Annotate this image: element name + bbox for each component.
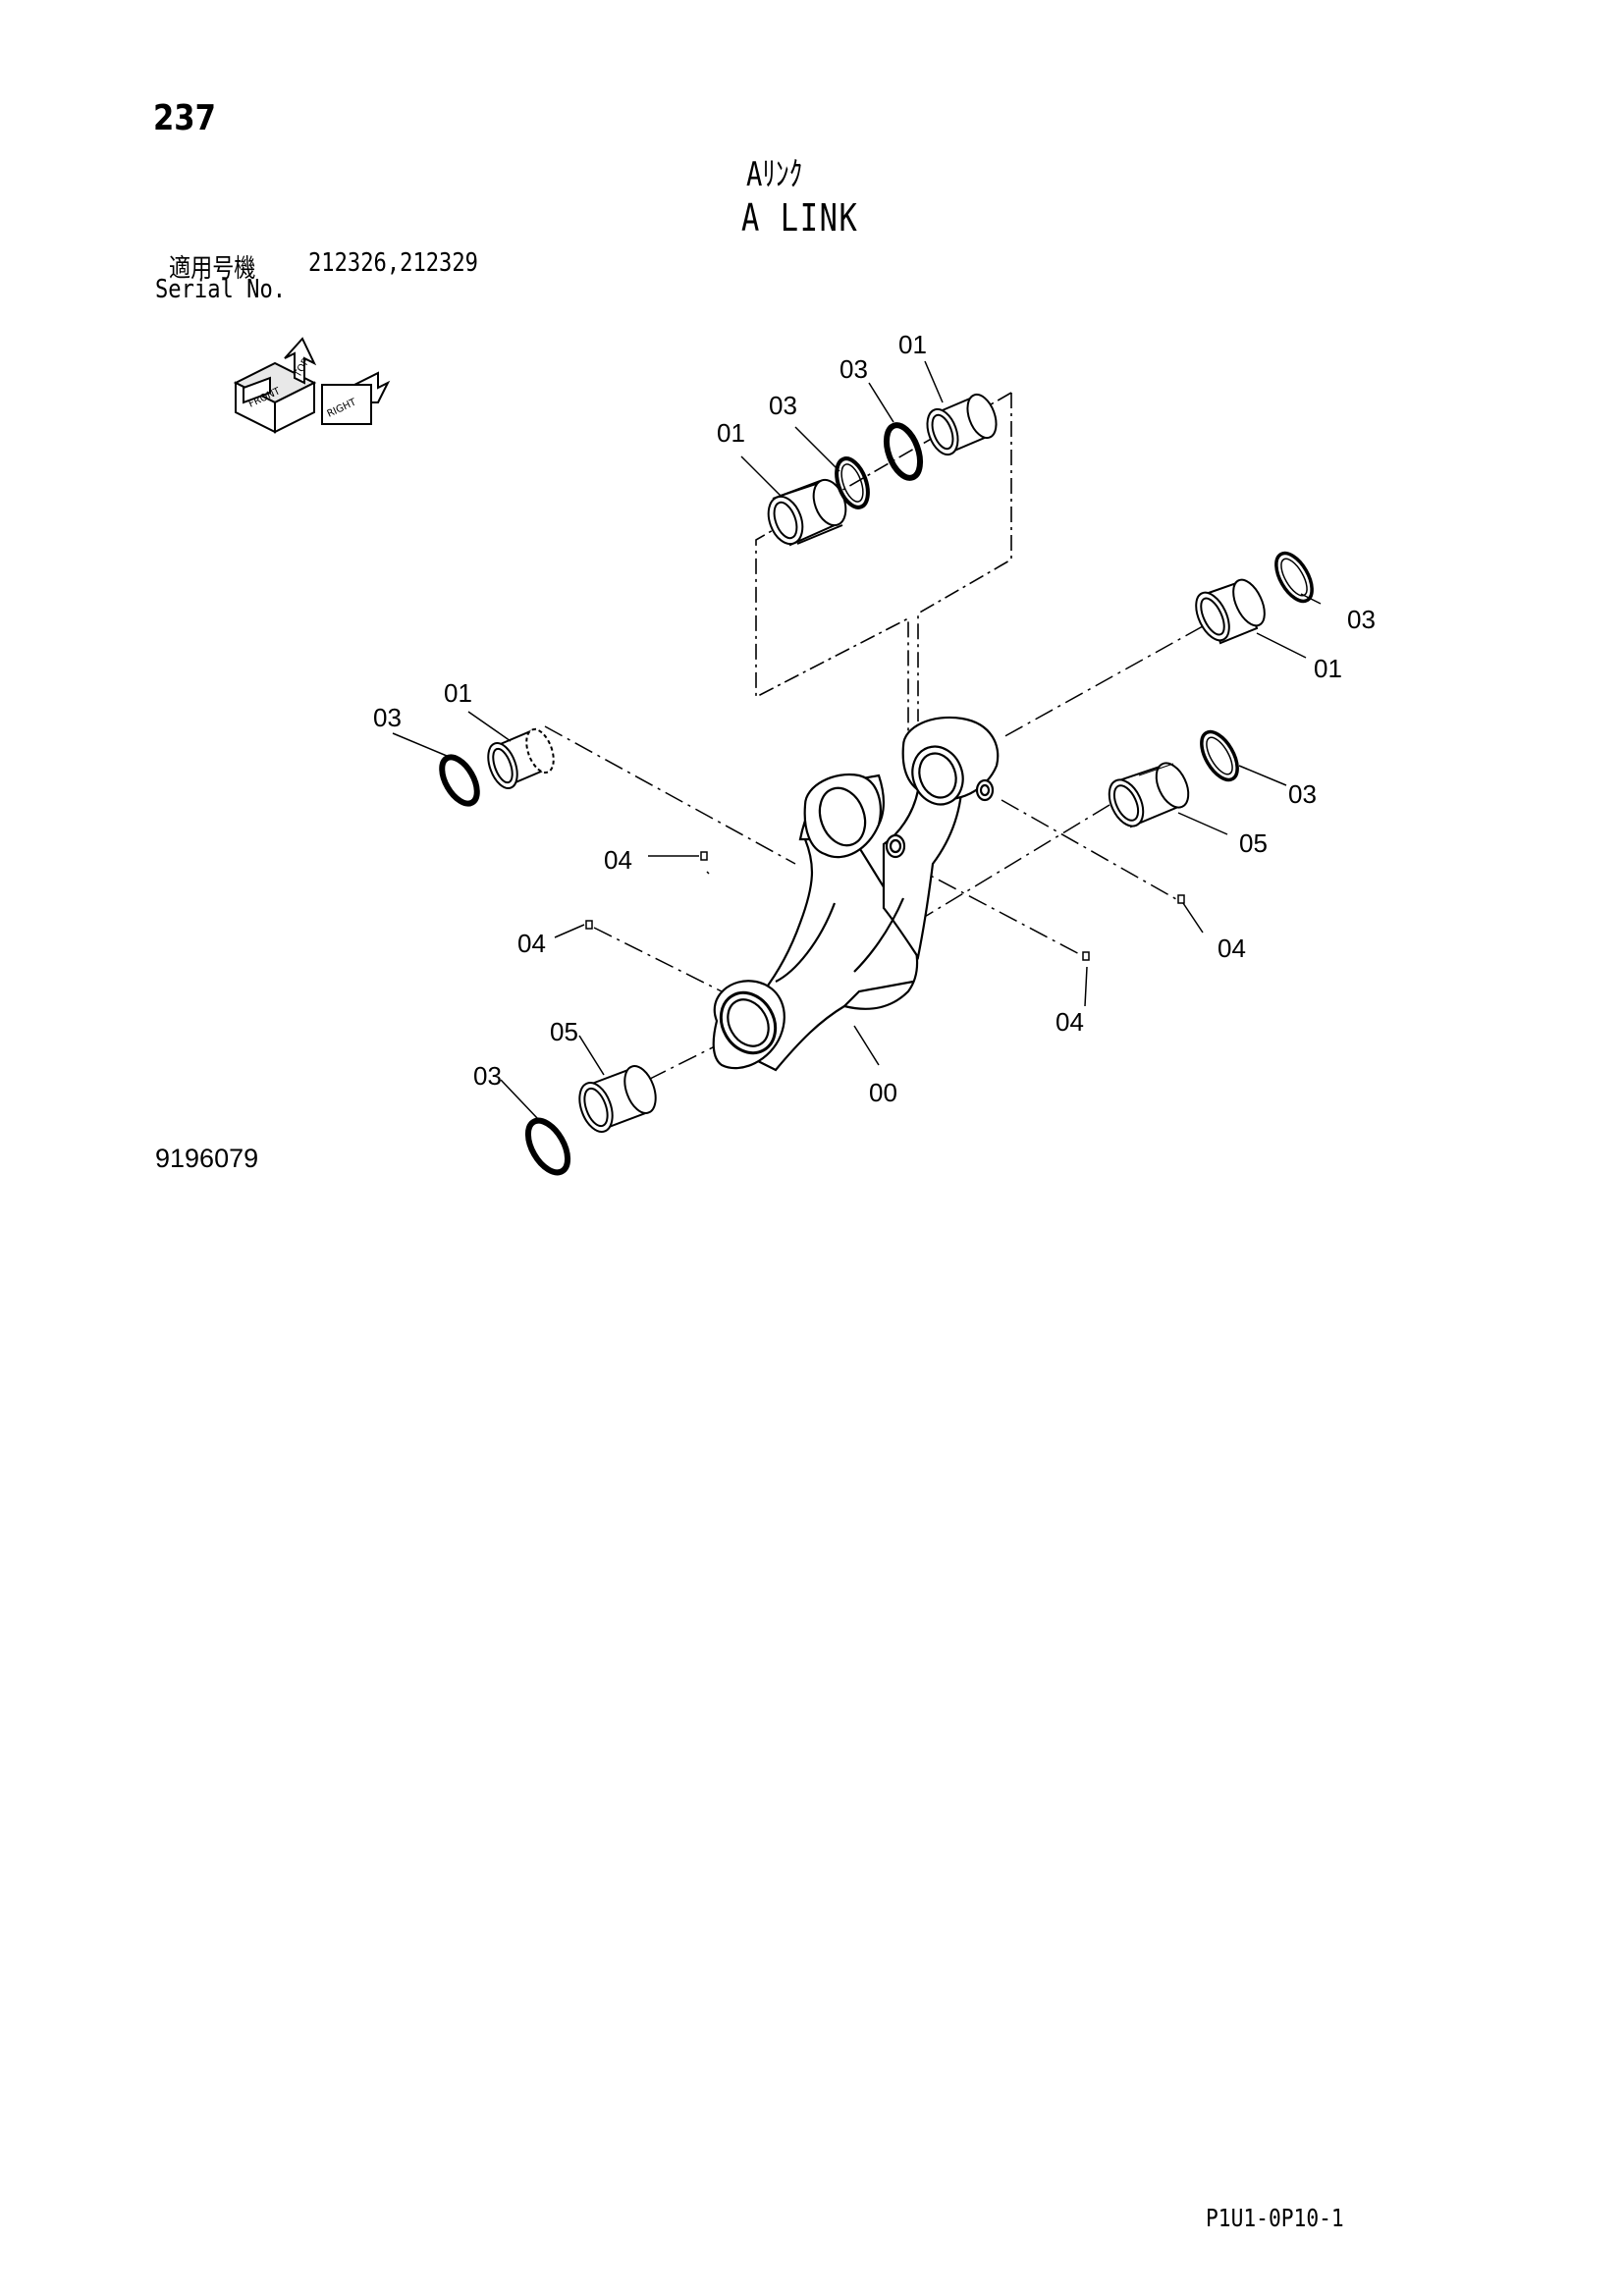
snap-ring-part-03-top-right (883, 422, 924, 481)
figure-id: 9196079 (155, 1144, 259, 1173)
callout-01-top-right: 01 (898, 330, 927, 359)
callout-05-left: 05 (550, 1017, 578, 1046)
grease-fitting-part-04-a (700, 851, 708, 861)
bushing-part-01-top-right (926, 393, 998, 456)
page-number: 237 (153, 98, 216, 138)
page-code: P1U1-0P10-1 (1206, 2204, 1344, 2232)
leader-lines (392, 360, 1322, 1120)
a-link-body-part-00 (712, 716, 1000, 1072)
top-group-frame (755, 392, 1012, 746)
snap-ring-part-03-left-upper (439, 754, 480, 807)
title-japanese: Aﾘﾝｸ (746, 155, 803, 194)
callout-03-top-right: 03 (839, 354, 868, 384)
callout-04-left-b: 04 (517, 929, 546, 958)
serial-label-japanese: 適用号機 (169, 254, 256, 284)
callout-04-left-a: 04 (604, 845, 632, 875)
serial-label-english: Serial No. (155, 275, 287, 304)
grease-fitting-part-04-c (1177, 894, 1185, 904)
callout-05-right: 05 (1239, 828, 1268, 858)
callout-00-body: 00 (869, 1078, 897, 1107)
snap-ring-part-03-right-lower (1200, 729, 1239, 782)
grease-fitting-part-04-d (1082, 951, 1090, 961)
snap-ring-part-03-top-left (835, 456, 870, 509)
callout-04-right-a: 04 (1218, 934, 1246, 963)
callout-01-top-left: 01 (717, 418, 745, 448)
orientation-icon: TOP FRONT RIGHT (233, 337, 391, 434)
bushing-part-01-left (487, 727, 555, 789)
bushing-part-05-left (578, 1065, 657, 1133)
callout-03-right-upper: 03 (1347, 605, 1376, 634)
bushing-part-01-top-left (767, 478, 847, 547)
bushing-part-05-right (1108, 762, 1190, 828)
title-english: A LINK (741, 196, 859, 240)
callout-labels: 01 03 01 03 03 01 01 03 04 04 05 03 00 0… (373, 330, 1376, 1107)
callout-03-left-upper: 03 (373, 703, 402, 732)
serial-numbers: 212326,212329 (308, 248, 478, 278)
assembly-axis-lines (544, 625, 1204, 1081)
bushing-part-01-right (1195, 578, 1266, 645)
callout-04-right-b: 04 (1056, 1007, 1084, 1037)
callout-03-top-left: 03 (769, 391, 797, 420)
callout-03-left-lower: 03 (473, 1061, 502, 1091)
callout-03-right-lower: 03 (1288, 779, 1317, 809)
grease-fitting-part-04-b (585, 920, 593, 930)
callout-01-left-upper: 01 (444, 678, 472, 708)
callout-01-right-upper: 01 (1314, 654, 1342, 683)
snap-ring-part-03-left-lower (524, 1117, 571, 1176)
snap-ring-part-03-right-upper (1274, 551, 1314, 604)
